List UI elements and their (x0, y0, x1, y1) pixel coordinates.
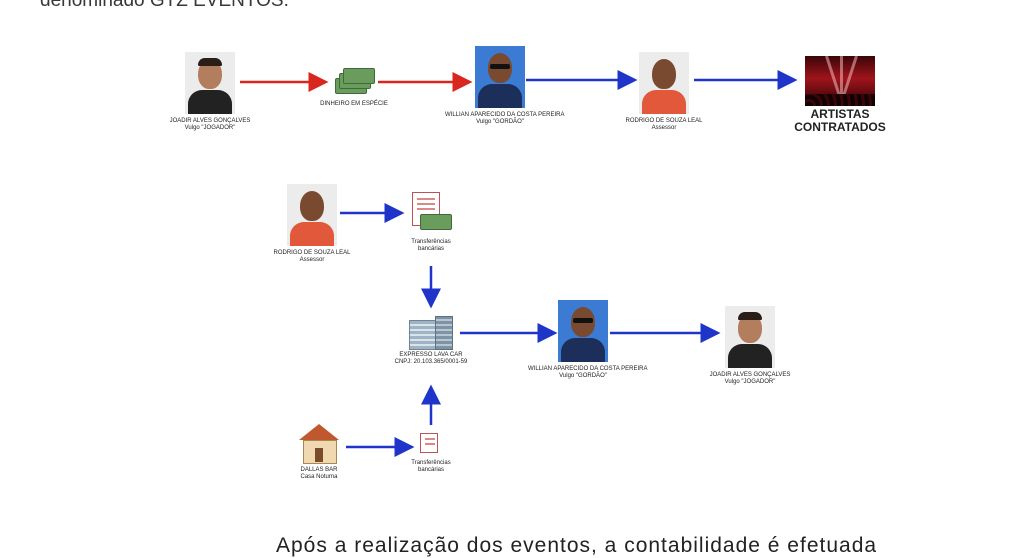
node-expresso: EXPRESSO LAVA CAR CNPJ: 20.103.365/0001-… (383, 314, 479, 366)
place-type: Casa Noturna (300, 474, 338, 480)
concert-stage-icon (805, 56, 875, 106)
node-label: DINHEIRO EM ESPÉCIE (320, 101, 388, 107)
person-photo (287, 184, 337, 246)
person-name: RODRIGO DE SOUZA LEAL (625, 118, 703, 124)
person-photo (725, 306, 775, 368)
person-photo (475, 46, 525, 108)
node-label-2: bancárias (417, 246, 444, 252)
node-label: Transferências (411, 239, 451, 245)
person-alias: Vulgo "JOGADOR" (184, 125, 236, 131)
footer-text: Após a realização dos eventos, a contabi… (276, 534, 878, 557)
person-name: WILLIAN APARECIDO DA COSTA PEREIRA (528, 366, 648, 372)
person-photo (185, 52, 235, 114)
node-joadir-mid: JOADIR ALVES GONÇALVES Vulgo "JOGADOR" (700, 306, 800, 386)
person-name: RODRIGO DE SOUZA LEAL (273, 250, 351, 256)
node-dinheiro: DINHEIRO EM ESPÉCIE (306, 66, 402, 108)
node-label-2: bancárias (417, 467, 444, 473)
person-role: Assessor (299, 257, 325, 263)
node-transf-2: Transferências bancárias (396, 433, 466, 474)
node-transf-1: Transferências bancárias (396, 192, 466, 253)
node-label-2: CONTRATADOS (794, 120, 886, 134)
company-cnpj: CNPJ: 20.103.365/0001-59 (394, 359, 468, 365)
bank-transfer-icon (410, 192, 452, 234)
node-artistas: ARTISTAS CONTRATADOS (792, 56, 888, 134)
node-label: Transferências (411, 460, 451, 466)
person-alias: Vulgo "GORDÃO" (559, 373, 607, 379)
person-photo (639, 52, 689, 114)
person-role: Assessor (651, 125, 677, 131)
node-rodrigo-mid: RODRIGO DE SOUZA LEAL Assessor (262, 184, 362, 264)
node-dallas: DALLAS BAR Casa Noturna (284, 424, 354, 481)
house-icon (297, 424, 341, 464)
node-willian-top: WILLIAN APARECIDO DA COSTA PEREIRA Vulgo… (445, 46, 565, 126)
node-willian-mid: WILLIAN APARECIDO DA COSTA PEREIRA Vulgo… (528, 300, 648, 380)
node-label: ARTISTAS (810, 107, 870, 121)
person-photo (558, 300, 608, 362)
person-name: JOADIR ALVES GONÇALVES (169, 118, 251, 124)
node-rodrigo-top: RODRIGO DE SOUZA LEAL Assessor (614, 52, 714, 132)
place-name: DALLAS BAR (300, 467, 338, 473)
node-joadir-top: JOADIR ALVES GONÇALVES Vulgo "JOGADOR" (160, 52, 260, 132)
flow-arrows (240, 70, 798, 457)
company-name: EXPRESSO LAVA CAR (399, 352, 463, 358)
bank-transfer-icon (418, 433, 444, 455)
person-alias: Vulgo "GORDÃO" (476, 119, 524, 125)
money-stack-icon (333, 66, 375, 96)
person-name: WILLIAN APARECIDO DA COSTA PEREIRA (445, 112, 565, 118)
person-name: JOADIR ALVES GONÇALVES (709, 372, 791, 378)
office-building-icon (409, 314, 453, 350)
header-text: denominado GTZ EVENTOS. (40, 0, 289, 11)
person-alias: Vulgo "JOGADOR" (724, 379, 776, 385)
